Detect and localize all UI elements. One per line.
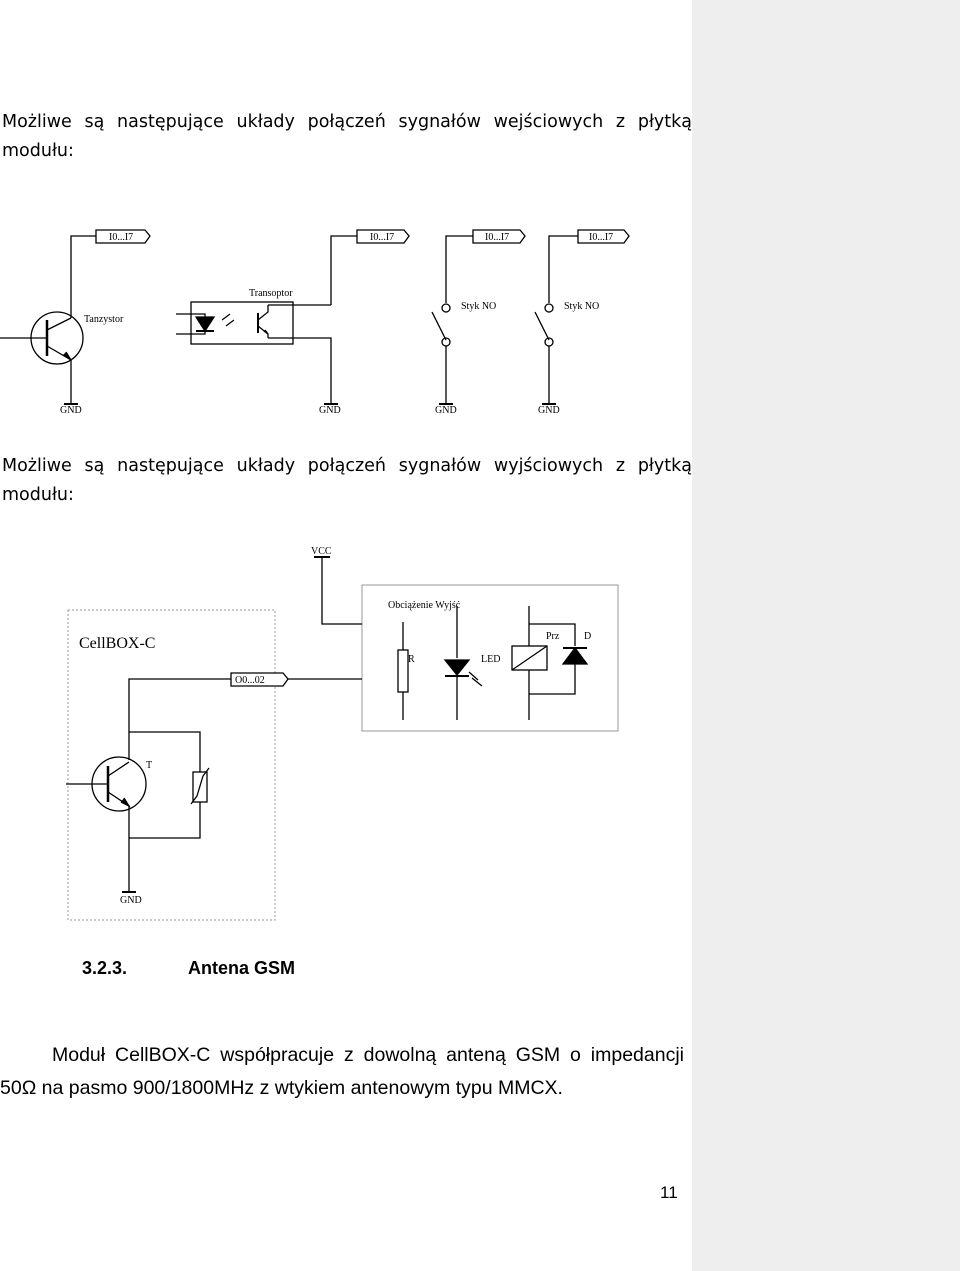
port-tag-contact-2 [577,229,630,244]
load-box [361,584,619,732]
section-title: Antena GSM [188,958,296,978]
output-port-tag [230,672,289,687]
gnd-label-3: GND [435,405,457,416]
module-label: CellBOX-C [79,635,155,652]
optocoupler-label: Transoptor [249,288,293,299]
port-label-1: I0...I7 [109,232,133,243]
optocoupler-symbol [190,301,294,345]
output-gnd-label: GND [120,895,142,906]
port-tag-contact-1 [472,229,526,244]
inputs-intro-line1: Możliwe są następujące układy połączeń s… [2,112,692,132]
body-paragraph: Moduł CellBOX-C współpracuje z dowolną a… [0,1039,684,1105]
port-tag-transistor [95,229,151,244]
resistor-label: R [408,654,415,665]
diode-label: D [584,631,591,642]
outputs-intro-line1: Możliwe są następujące układy połączeń s… [2,456,692,476]
body-line1: Moduł CellBOX-C współpracuje z dowolną a… [52,1044,684,1066]
input-circuits-diagram: I0...I7 I0...I7 I0...I7 I0...I7 Tanzysto… [0,229,630,416]
vcc-label: VCC [311,546,332,557]
contact-label-2: Styk NO [564,301,599,312]
inputs-intro-paragraph: Możliwe są następujące układy połączeń s… [2,108,692,166]
body-line2: 50Ω na pasmo 900/1800MHz z wtykiem anten… [0,1077,563,1099]
led-label: LED [481,654,500,665]
inputs-intro-line2: modułu: [2,141,74,161]
section-number: 3.2.3. [82,958,128,978]
gnd-label-1: GND [60,405,82,416]
transistor-label: Tanzystor [84,314,124,325]
port-tag-optocoupler [356,229,410,244]
gnd-label-4: GND [538,405,560,416]
port-label-4: I0...I7 [589,232,613,243]
relay-label: Prz [546,631,560,642]
contact-label-1: Styk NO [461,301,496,312]
output-port-label: O0...02 [235,675,265,686]
comment-margin [692,0,960,1271]
outputs-intro-paragraph: Możliwe są następujące układy połączeń s… [2,452,692,510]
gnd-label-2: GND [319,405,341,416]
output-circuits-diagram: VCC Obciążenie Wyjść O0...02 R LED Prz D… [66,546,619,921]
page-number: 11 [660,1183,678,1202]
outputs-intro-line2: modułu: [2,485,74,505]
resistor-symbol [397,649,409,693]
port-label-2: I0...I7 [370,232,394,243]
load-title: Obciążenie Wyjść [388,600,461,611]
module-boundary [67,609,276,921]
output-transistor-label: T [146,760,152,771]
port-label-3: I0...I7 [485,232,509,243]
